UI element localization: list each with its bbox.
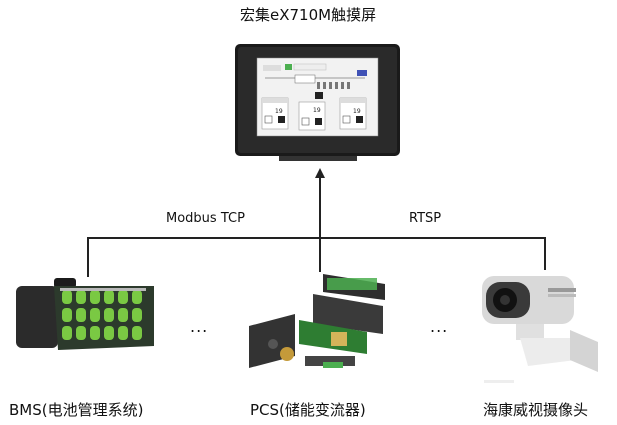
left-drop-line [87,237,89,277]
hmi-device-image: 19 19 19 [235,44,400,161]
vertical-connector-line [319,176,321,272]
bms-label: BMS(电池管理系统) [9,401,144,419]
modbus-tcp-label: Modbus TCP [166,211,245,226]
horizontal-bus-line [87,237,545,239]
right-drop-line [544,237,546,270]
camera-label: 海康威视摄像头 [483,401,589,419]
hmi-panel-value: 19 [353,108,361,115]
hmi-title: 宏集eX710M触摸屏 [240,6,377,24]
camera-image [474,268,602,388]
hmi-panel-value: 19 [313,107,321,114]
pcs-label: PCS(储能变流器) [250,401,366,419]
arrowhead-up-icon [315,168,325,178]
ellipsis-left: ... [190,317,209,336]
rtsp-label: RTSP [409,211,442,226]
pcs-converter-image [235,270,400,382]
ellipsis-right: ... [430,317,449,336]
hmi-panel-value: 19 [275,108,283,115]
bms-battery-image [14,272,160,360]
